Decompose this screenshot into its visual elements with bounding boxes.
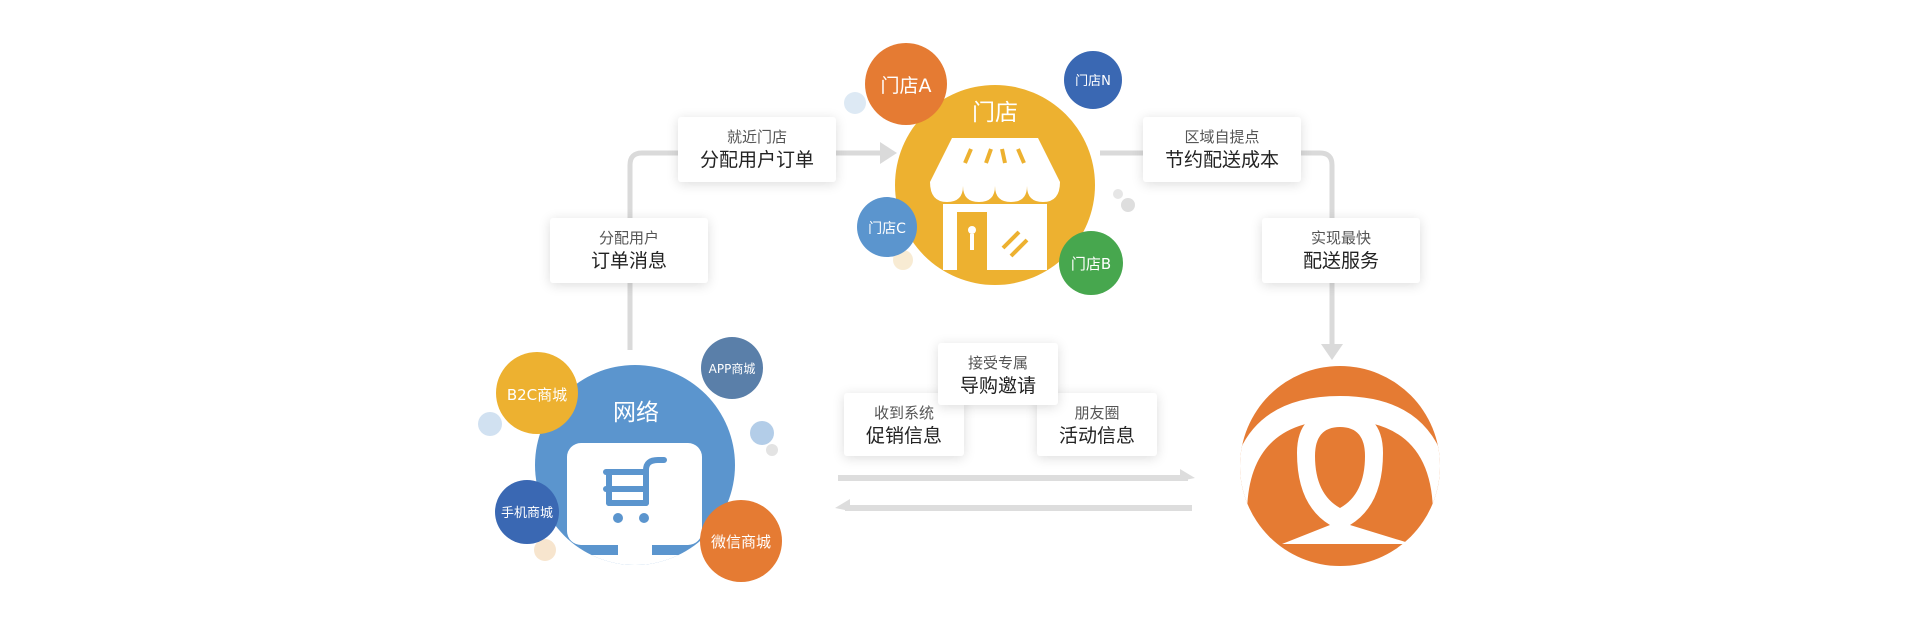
store-b-node: 门店B	[1059, 231, 1123, 295]
label-nearby-line1: 就近门店	[726, 128, 787, 146]
store-to-user-line	[1100, 150, 1335, 345]
storefront-details	[957, 148, 1029, 272]
exchange-arrows	[835, 469, 1195, 511]
app-label: APP商城	[709, 361, 756, 376]
label-nearby-line2: 分配用户订单	[699, 149, 814, 171]
app-node: APP商城	[701, 337, 763, 399]
arrow-right-icon	[1180, 469, 1195, 481]
store-n-node: 门店N	[1064, 51, 1122, 109]
cart-icon	[603, 457, 667, 506]
connector-lines	[627, 150, 1335, 350]
label-moments-line1: 朋友圈	[1074, 404, 1120, 422]
user-head-inner-icon	[1315, 427, 1365, 508]
storefront-icon	[930, 138, 1060, 270]
decorative-bubbles	[478, 92, 1135, 561]
store-b-label: 门店B	[1071, 255, 1111, 273]
store-c-node: 门店C	[857, 197, 917, 257]
network-title: 网络	[613, 400, 659, 426]
arrowhead-user-icon	[1321, 344, 1343, 360]
label-moments-line2: 活动信息	[1058, 425, 1135, 447]
store-a-node: 门店A	[865, 43, 947, 125]
label-pickup-point: 区域自提点 节约配送成本	[1143, 117, 1301, 182]
b2c-node: B2C商城	[496, 352, 578, 434]
arrowhead-store-icon	[880, 142, 897, 164]
arrow-left-icon	[835, 499, 850, 511]
wechat-node: 微信商城	[700, 500, 782, 582]
label-fastest-line1: 实现最快	[1310, 229, 1371, 247]
store-title: 门店	[972, 100, 1018, 126]
label-pickup-line1: 区域自提点	[1184, 128, 1260, 146]
monitor-icon	[567, 443, 702, 565]
user-node: 用户	[1240, 366, 1440, 566]
wechat-label: 微信商城	[711, 533, 771, 551]
mobile-label: 手机商城	[501, 506, 553, 521]
store-n-label: 门店N	[1075, 74, 1111, 89]
store-c-label: 门店C	[868, 221, 906, 237]
label-nearby-store: 就近门店 分配用户订单	[678, 117, 836, 182]
label-fastest-delivery: 实现最快 配送服务	[1262, 218, 1420, 283]
store-node: 门店	[895, 85, 1095, 285]
network-to-store-line	[627, 150, 880, 350]
label-invite-line1: 接受专属	[967, 354, 1028, 372]
label-pickup-line2: 节约配送成本	[1164, 149, 1279, 171]
b2c-label: B2C商城	[507, 386, 567, 404]
label-assign-user: 分配用户 订单消息	[550, 218, 708, 283]
label-promo-line2: 促销信息	[865, 425, 942, 447]
label-guide-invite: 接受专属 导购邀请	[938, 343, 1058, 405]
store-a-label: 门店A	[881, 75, 932, 97]
label-fastest-line2: 配送服务	[1302, 250, 1379, 272]
user-title: 用户	[1317, 398, 1363, 424]
label-promo-line1: 收到系统	[873, 404, 934, 422]
label-invite-line2: 导购邀请	[959, 375, 1036, 397]
label-assign-line1: 分配用户	[598, 229, 659, 247]
network-node: 网络	[535, 365, 735, 565]
label-assign-line2: 订单消息	[590, 250, 667, 272]
user-avatar-icon	[1240, 396, 1440, 515]
mobile-node: 手机商城	[495, 480, 559, 544]
